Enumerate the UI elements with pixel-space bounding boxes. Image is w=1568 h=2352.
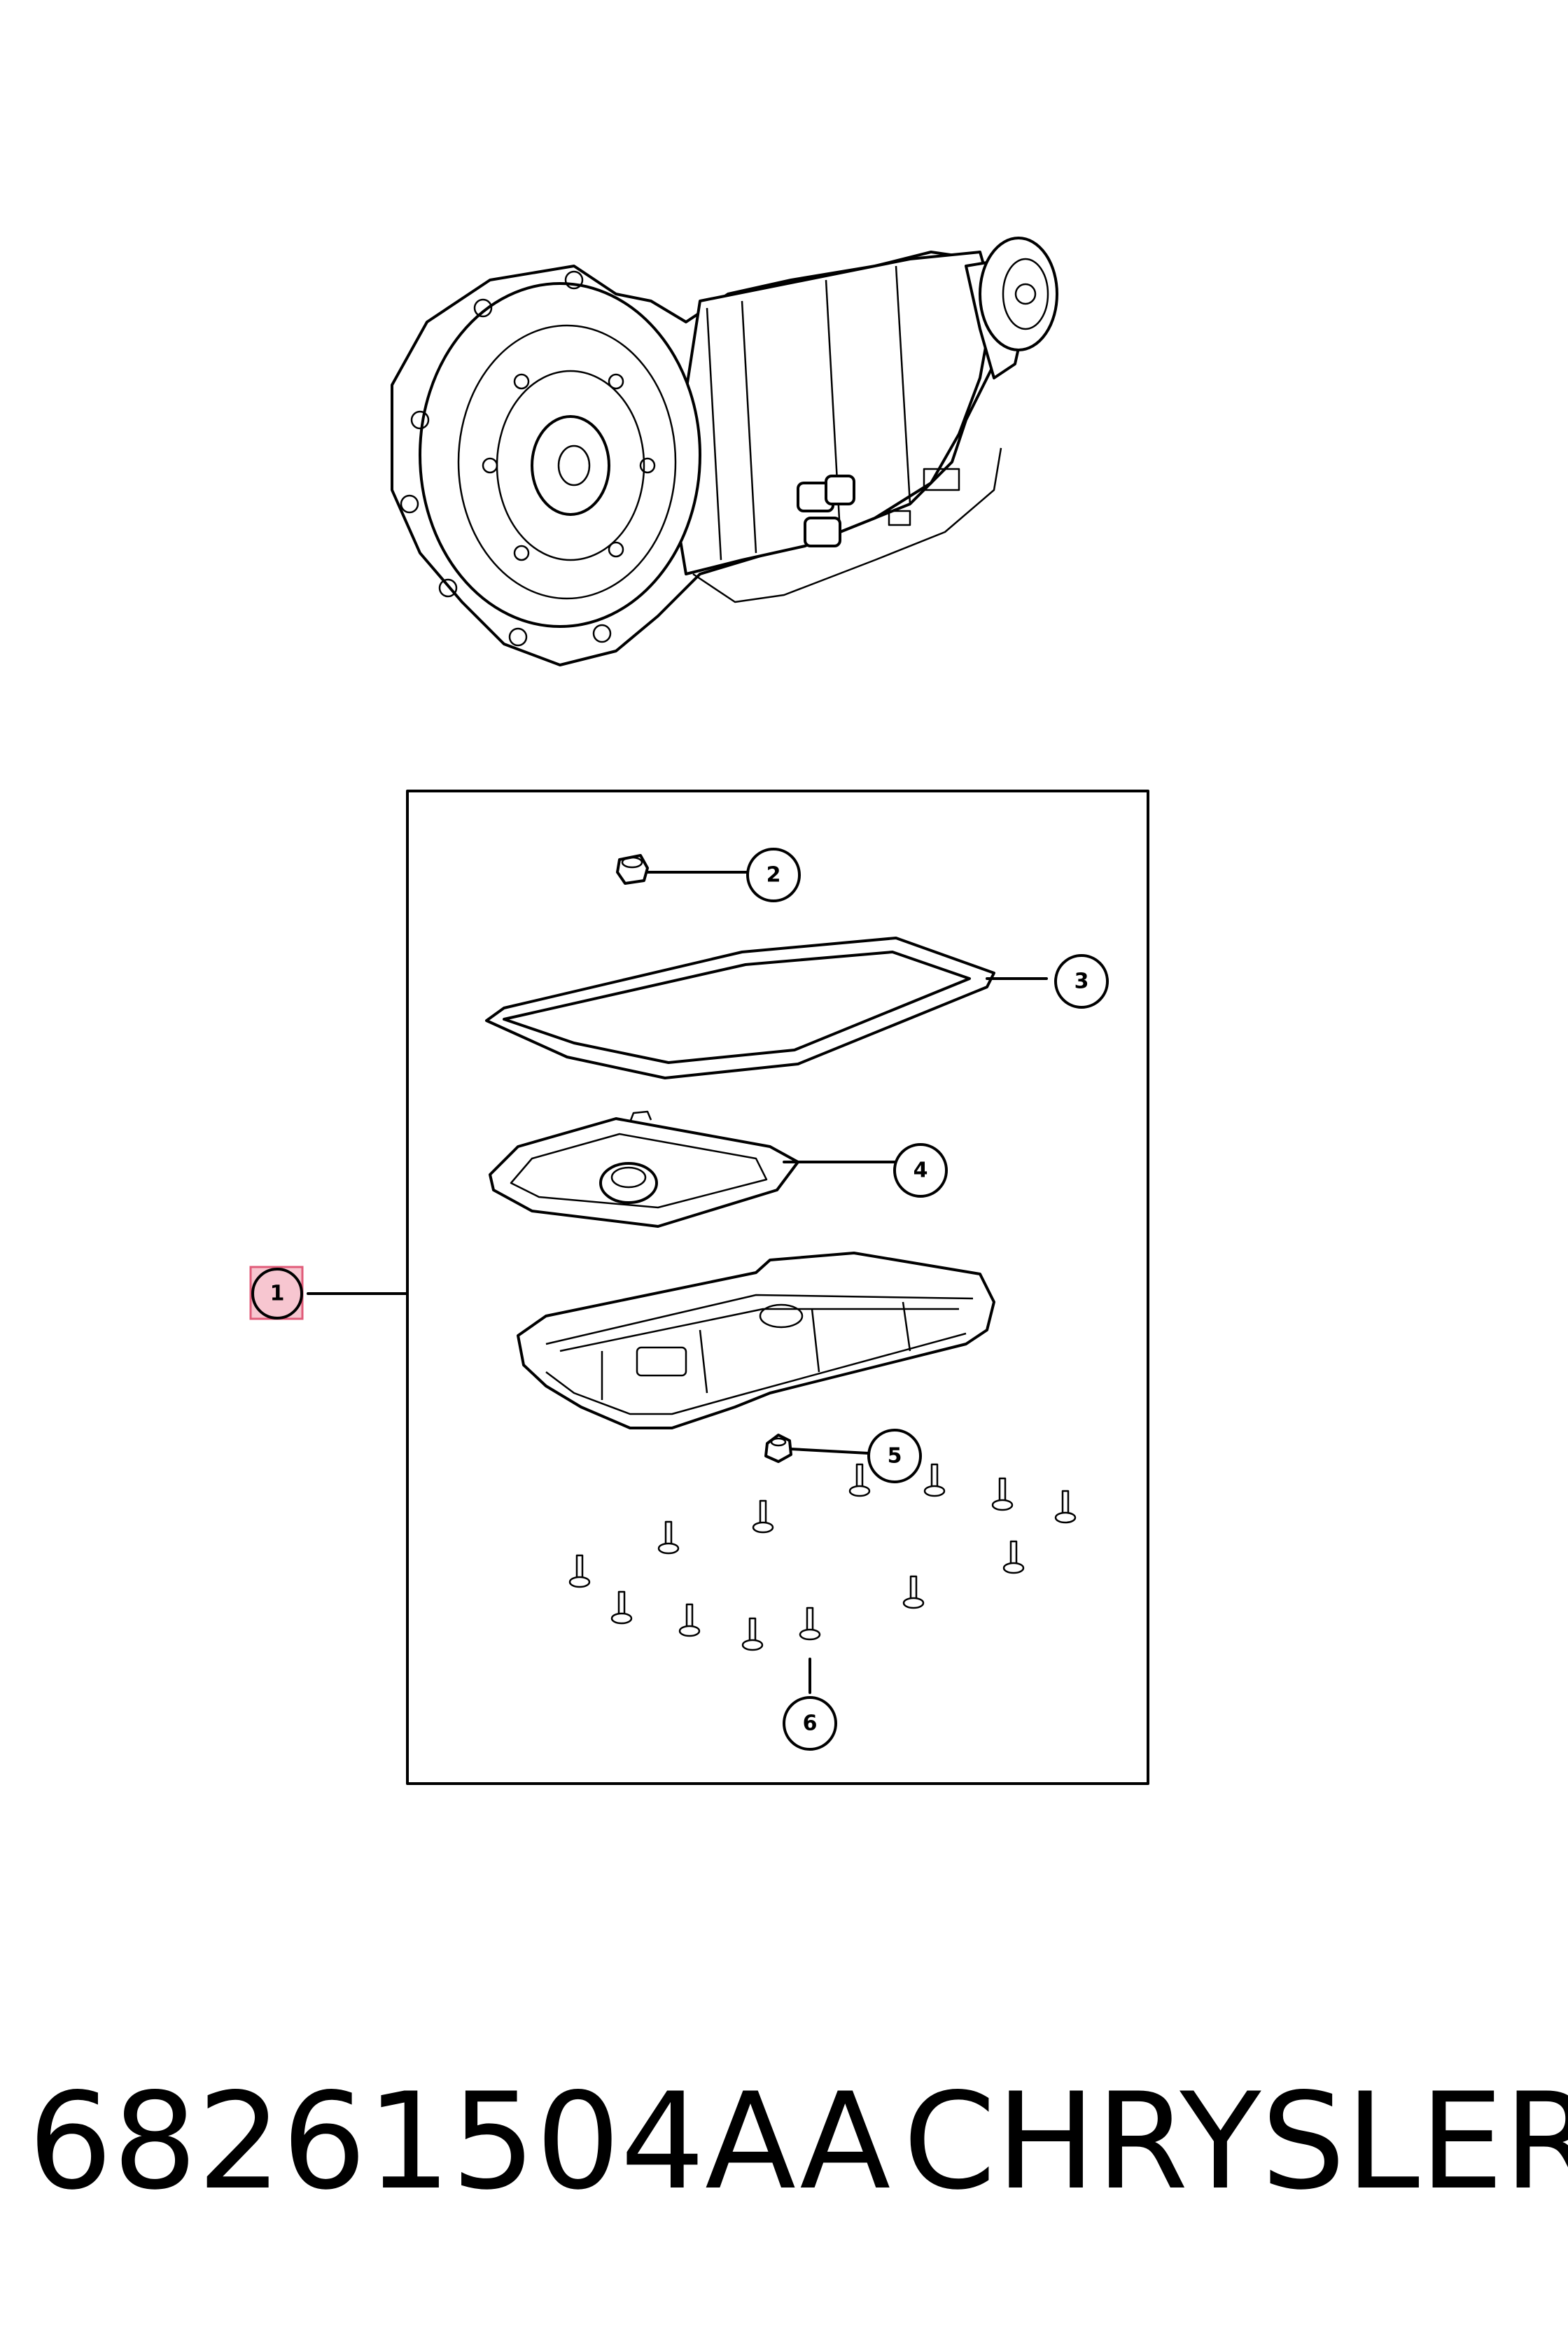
- bolt: [799, 1606, 821, 1641]
- part-oil-pan: [307, 1252, 995, 1429]
- bolt: [678, 1603, 701, 1637]
- part-drain-plug: [764, 1434, 869, 1463]
- transmission-illustration: [391, 237, 1058, 666]
- callout-2[interactable]: 2: [746, 848, 801, 902]
- callout-3-label: 3: [1074, 969, 1089, 994]
- part-number: 68261504AA: [28, 2064, 891, 2219]
- part-filter: [489, 1110, 901, 1228]
- part-gasket: [485, 937, 1048, 1079]
- converter-bolts: [482, 373, 656, 561]
- kit-box: [406, 790, 1149, 1785]
- callout-6[interactable]: 6: [783, 1696, 837, 1751]
- callout-6-label: 6: [803, 1712, 818, 1736]
- brand-name: CHRYSLER: [903, 2064, 1568, 2219]
- bolt: [848, 1463, 871, 1497]
- electrical-connector: [797, 475, 855, 547]
- bolt: [902, 1575, 925, 1609]
- housing-bolts: [400, 270, 612, 647]
- bolt: [1054, 1490, 1077, 1524]
- callout-1-label: 1: [270, 1282, 285, 1306]
- bolt: [752, 1499, 774, 1534]
- callout-4[interactable]: 4: [893, 1143, 948, 1198]
- part-plug: [616, 854, 749, 885]
- callout-3[interactable]: 3: [1054, 954, 1109, 1009]
- bolt: [1002, 1540, 1025, 1574]
- callout-5-label: 5: [888, 1444, 902, 1469]
- bolt: [610, 1590, 633, 1625]
- callout-4-label: 4: [913, 1158, 928, 1183]
- bolt: [923, 1463, 946, 1497]
- bolt: [991, 1477, 1014, 1511]
- bolt: [741, 1617, 764, 1651]
- callout-1[interactable]: 1: [249, 1266, 304, 1320]
- callout-2-label: 2: [766, 863, 781, 888]
- bolt: [568, 1554, 591, 1588]
- callout-5[interactable]: 5: [867, 1429, 922, 1483]
- bolt: [657, 1520, 680, 1555]
- part-bolts: [568, 1463, 1077, 1651]
